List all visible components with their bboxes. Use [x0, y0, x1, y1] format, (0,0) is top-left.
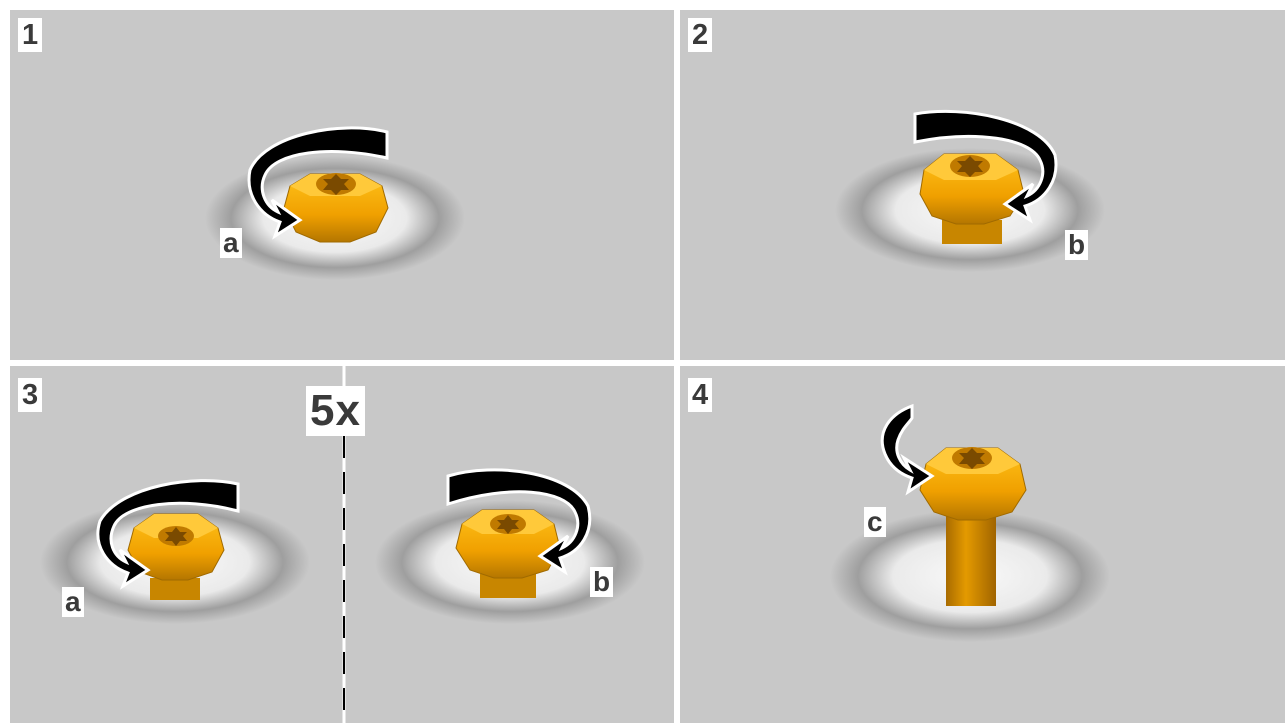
screw-tighten-scene: [680, 10, 1285, 360]
torx-screw-icon: [284, 173, 388, 242]
curved-arrow-icon: [882, 406, 932, 492]
step-number: 1: [18, 18, 42, 52]
step-number: 3: [18, 378, 42, 412]
label-a: a: [62, 587, 84, 617]
step-number: 2: [688, 18, 712, 52]
screw-loosen-scene: [10, 10, 674, 360]
step-1-panel: 1 a: [10, 10, 674, 360]
repeat-count: 5x: [306, 386, 365, 436]
label-a: a: [220, 228, 242, 258]
step-2-panel: 2 b: [680, 10, 1285, 360]
screw-remove-scene: [680, 366, 1285, 723]
step-4-panel: 4 c: [680, 366, 1285, 723]
label-c: c: [864, 507, 886, 537]
label-b: b: [590, 567, 613, 597]
label-b: b: [1065, 230, 1088, 260]
step-3-panel: 3 5x a b: [10, 366, 674, 723]
step-number: 4: [688, 378, 712, 412]
